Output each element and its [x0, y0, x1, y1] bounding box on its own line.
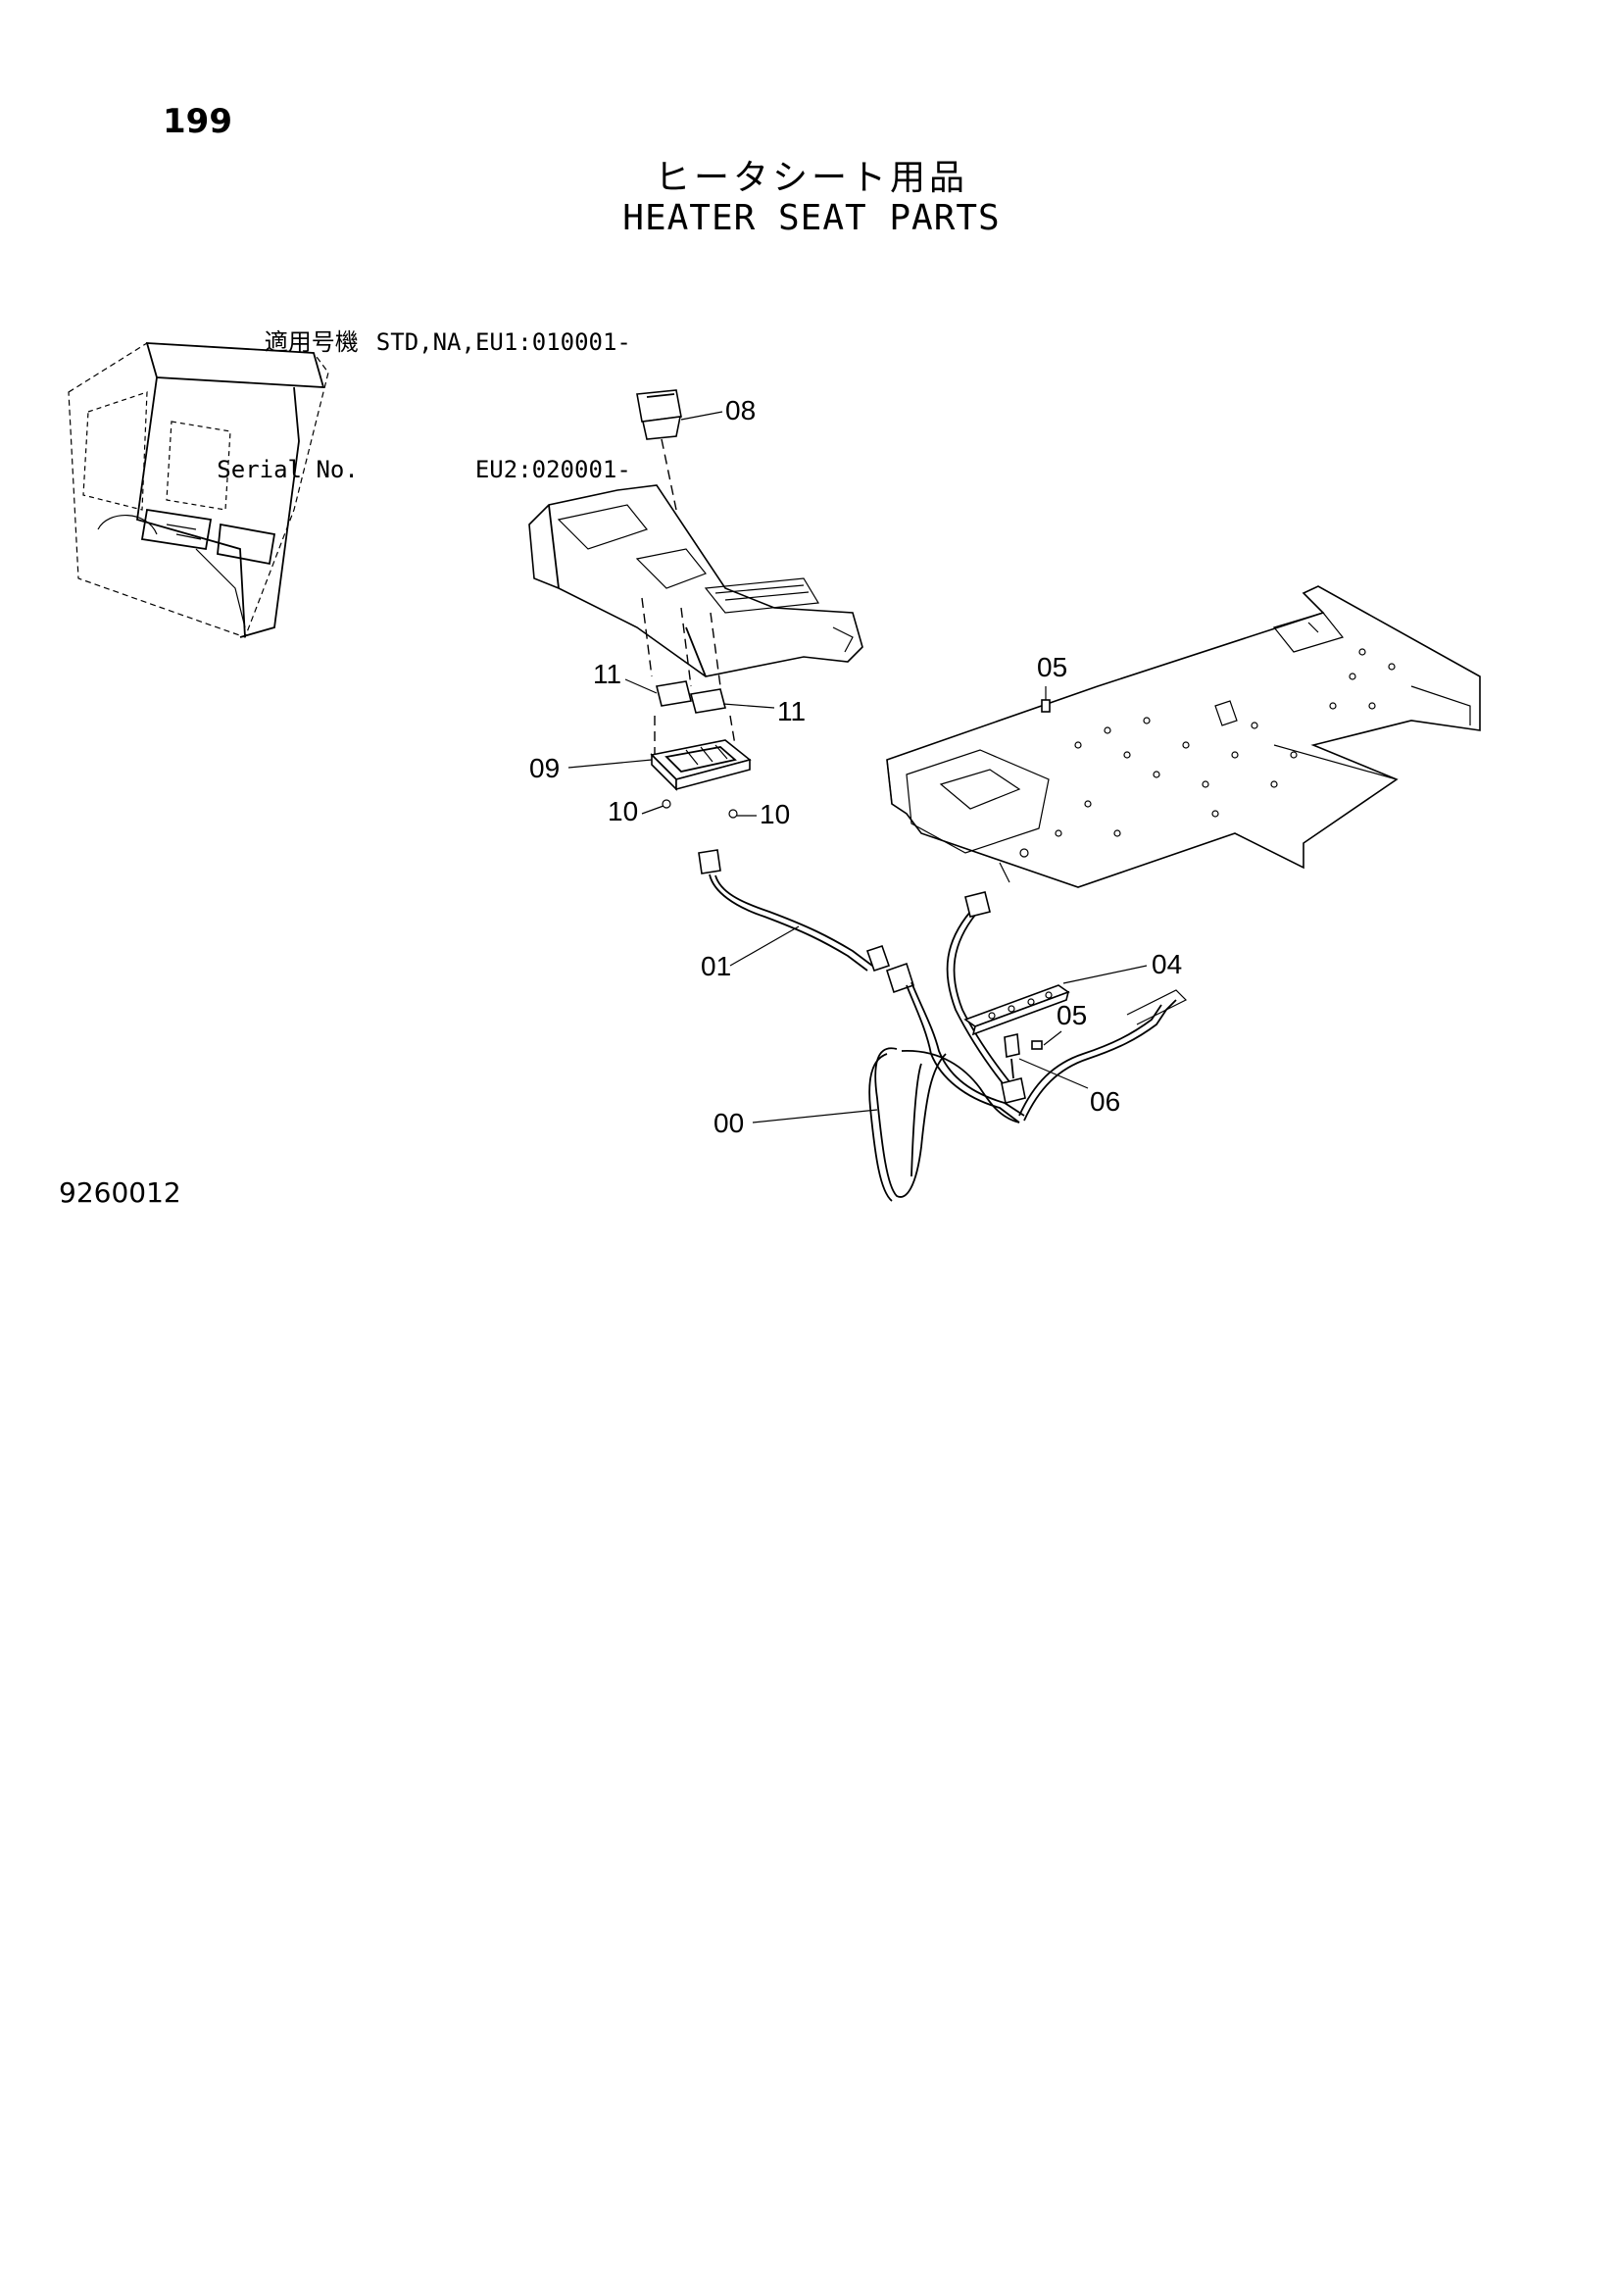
callout-04: 04: [1152, 949, 1182, 979]
part-10-screw-left: [662, 799, 671, 809]
callout-08: 08: [725, 395, 756, 425]
part-11-clip-left: [656, 680, 692, 707]
leader-05-bottom: [1043, 1030, 1062, 1046]
page-title-english: HEATER SEAT PARTS: [622, 198, 1001, 238]
console-housing: [528, 484, 863, 677]
part-05-bolt-top: [1041, 686, 1051, 713]
leader-04: [1062, 965, 1148, 984]
leader-06: [1018, 1058, 1089, 1089]
callout-10-left: 10: [608, 796, 638, 826]
applicability-value-2: EU2:020001-: [474, 456, 631, 483]
part-05-bolt-bottom: [1031, 1040, 1043, 1050]
applicability-value-1: STD,NA,EU1:010001-: [375, 328, 631, 356]
callout-09: 09: [529, 753, 560, 783]
callout-00: 00: [713, 1108, 744, 1138]
frame-holes: [1019, 648, 1396, 858]
part-04-bracket: [963, 984, 1070, 1036]
callout-01: 01: [701, 951, 731, 981]
leader-11-left: [624, 678, 658, 694]
page-title-japanese: ヒータシート用品: [654, 158, 968, 198]
part-10-screw-right: [728, 809, 738, 819]
dash-line: [729, 715, 736, 746]
leader-01: [729, 925, 800, 967]
part-09-switch-panel: [650, 739, 752, 791]
leader-09: [567, 759, 653, 769]
callout-10-right: 10: [760, 799, 790, 829]
callout-06: 06: [1090, 1086, 1120, 1117]
part-00-harness: [868, 891, 1188, 1202]
leader-10-left: [641, 805, 664, 815]
callout-05-bottom: 05: [1057, 1000, 1087, 1030]
callout-11-right: 11: [777, 696, 806, 726]
part-06-clamp: [1001, 1033, 1026, 1104]
dash-line: [710, 612, 721, 687]
serial-label: Serial No.: [217, 456, 359, 483]
leader-00: [752, 1109, 878, 1123]
callout-11-left: 11: [593, 659, 621, 689]
part-01-harness: [698, 849, 891, 973]
part-11-clip-right: [690, 688, 726, 714]
leader-11-right: [722, 703, 775, 709]
floor-frame: [886, 585, 1481, 888]
figure-code: 9260012: [59, 1176, 181, 1209]
dash-line: [680, 607, 692, 687]
callout-05-top: 05: [1037, 652, 1067, 682]
cab-thumbnail: [68, 342, 329, 638]
part-08-switch: [636, 389, 682, 511]
dash-line: [641, 597, 653, 677]
leader-08: [680, 411, 723, 421]
page-number: 199: [163, 102, 232, 141]
